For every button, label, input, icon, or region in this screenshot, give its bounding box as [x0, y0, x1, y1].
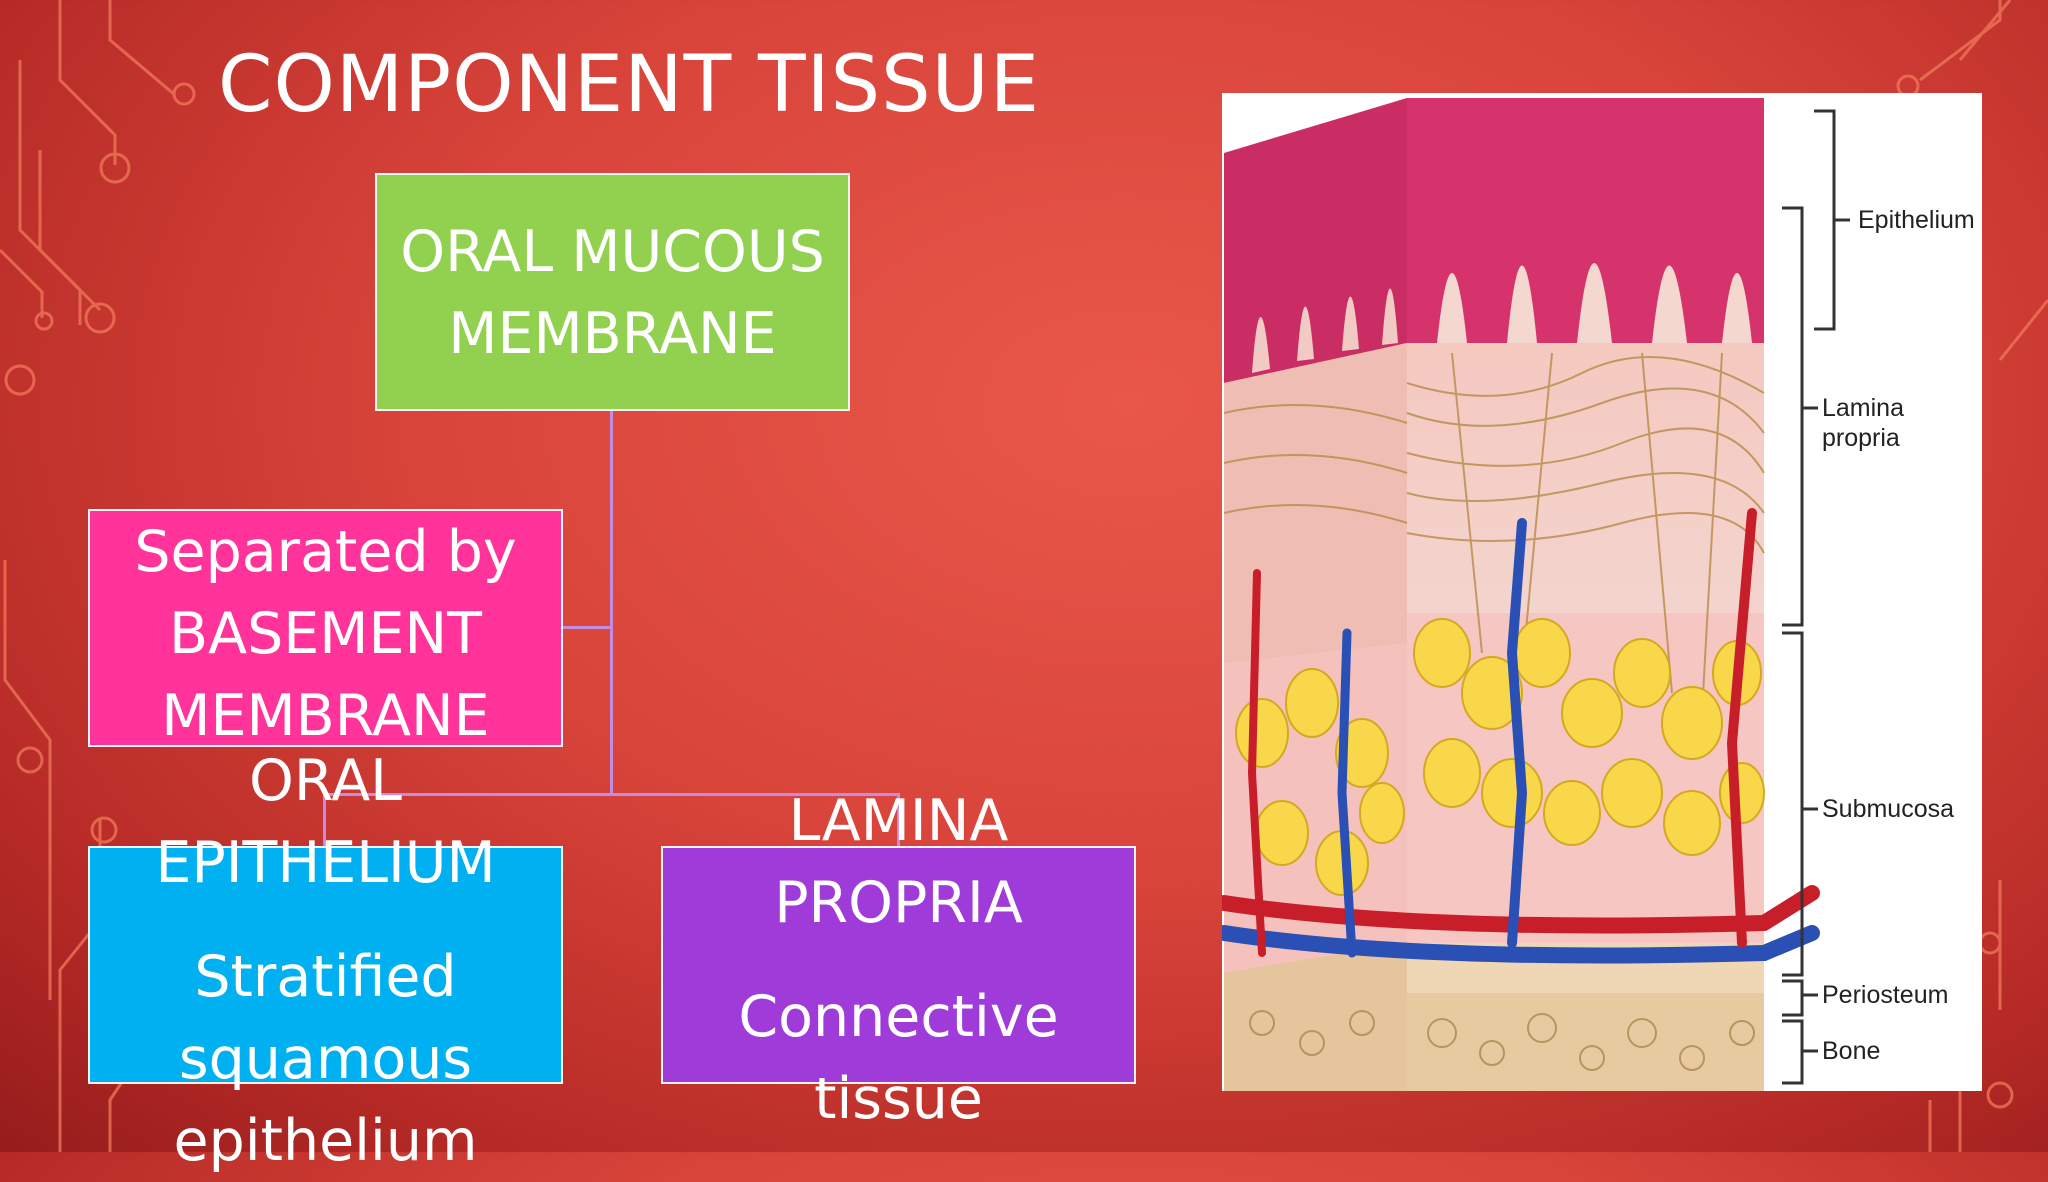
connector-separator: [563, 626, 612, 629]
epithelium-line-3: Stratified: [194, 944, 457, 1010]
epithelium-line-5: epithelium: [173, 1108, 478, 1174]
label-periosteum: Periosteum: [1822, 981, 1949, 1009]
oral-epithelium-text: ORAL EPITHELIUM Stratified squamous epit…: [88, 740, 563, 1182]
lamina-propria-box: [661, 846, 1136, 1084]
oral-epithelium-box: [88, 846, 563, 1084]
root-line-1: ORAL MUCOUS: [400, 219, 825, 285]
epithelium-line-2: EPITHELIUM: [155, 830, 496, 896]
connector-lamina: [897, 793, 900, 846]
root-line-2: MEMBRANE: [448, 301, 777, 367]
lamina-propria-text: LAMINA PROPRIA Connective tissue: [661, 780, 1136, 1140]
basement-membrane-box: Separated by BASEMENT MEMBRANE: [88, 509, 563, 749]
slide-title: COMPONENT TISSUE: [218, 40, 1041, 130]
tissue-drawing: [1222, 98, 1850, 1091]
separator-line-2: BASEMENT: [169, 601, 482, 667]
label-bone: Bone: [1822, 1037, 1881, 1065]
connector-vertical: [610, 411, 613, 795]
connector-horizontal: [323, 793, 899, 796]
epithelium-line-4: squamous: [178, 1026, 473, 1092]
lamina-line-1: LAMINA: [788, 788, 1009, 854]
separator-line-1: Separated by: [134, 519, 517, 585]
label-submucosa: Submucosa: [1822, 795, 1955, 823]
label-epithelium: Epithelium: [1858, 206, 1975, 234]
connector-epithelium: [323, 793, 326, 846]
tissue-illustration: Epithelium Lamina propria Submucosa Peri…: [1222, 93, 1982, 1091]
label-lamina-2: propria: [1822, 424, 1900, 452]
epithelium-line-1: ORAL: [249, 748, 402, 814]
lamina-line-4: tissue: [814, 1066, 983, 1132]
oral-mucous-membrane-box: ORAL MUCOUS MEMBRANE: [375, 173, 850, 411]
lamina-line-2: PROPRIA: [774, 870, 1023, 936]
separator-line-3: MEMBRANE: [161, 683, 490, 749]
label-lamina-1: Lamina: [1822, 394, 1904, 422]
lamina-line-3: Connective: [738, 984, 1059, 1050]
